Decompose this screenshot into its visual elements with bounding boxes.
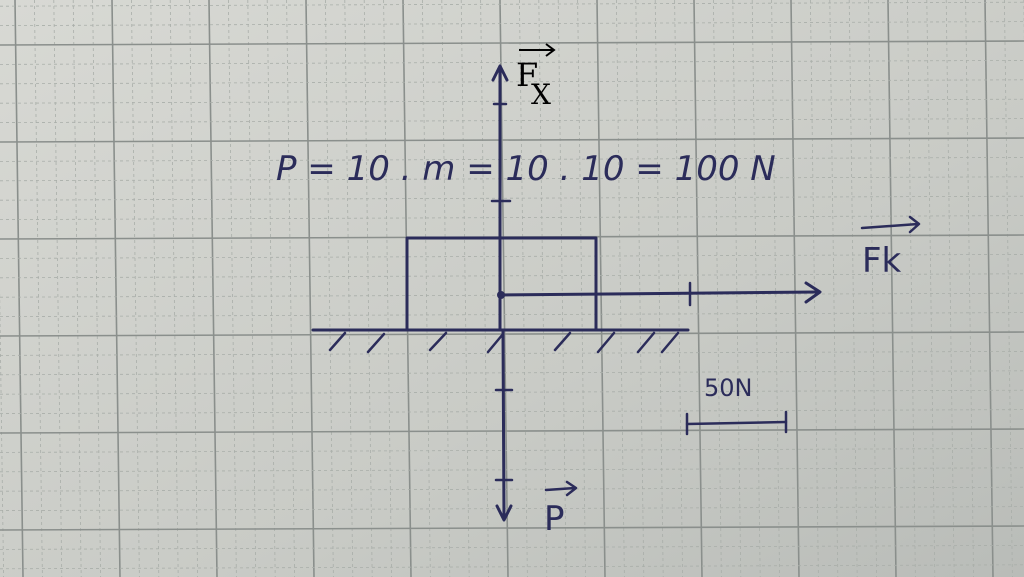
p-label: P xyxy=(544,480,578,539)
svg-text:Fk: Fk xyxy=(862,241,902,281)
scale-indicator: 50N xyxy=(685,374,788,436)
scale-label: 50N xyxy=(704,374,753,402)
svg-text:F: F xyxy=(516,56,538,94)
weight-equation: P = 10 . m = 10 . 10 = 100 N xyxy=(276,149,776,189)
svg-text:X: X xyxy=(531,78,551,111)
p-vector xyxy=(494,330,514,522)
fk-vector xyxy=(499,281,822,307)
fk-label: Fk xyxy=(860,215,921,281)
svg-text:P: P xyxy=(544,499,565,539)
fx-vector xyxy=(490,64,512,332)
fx-label: F X xyxy=(516,43,556,111)
